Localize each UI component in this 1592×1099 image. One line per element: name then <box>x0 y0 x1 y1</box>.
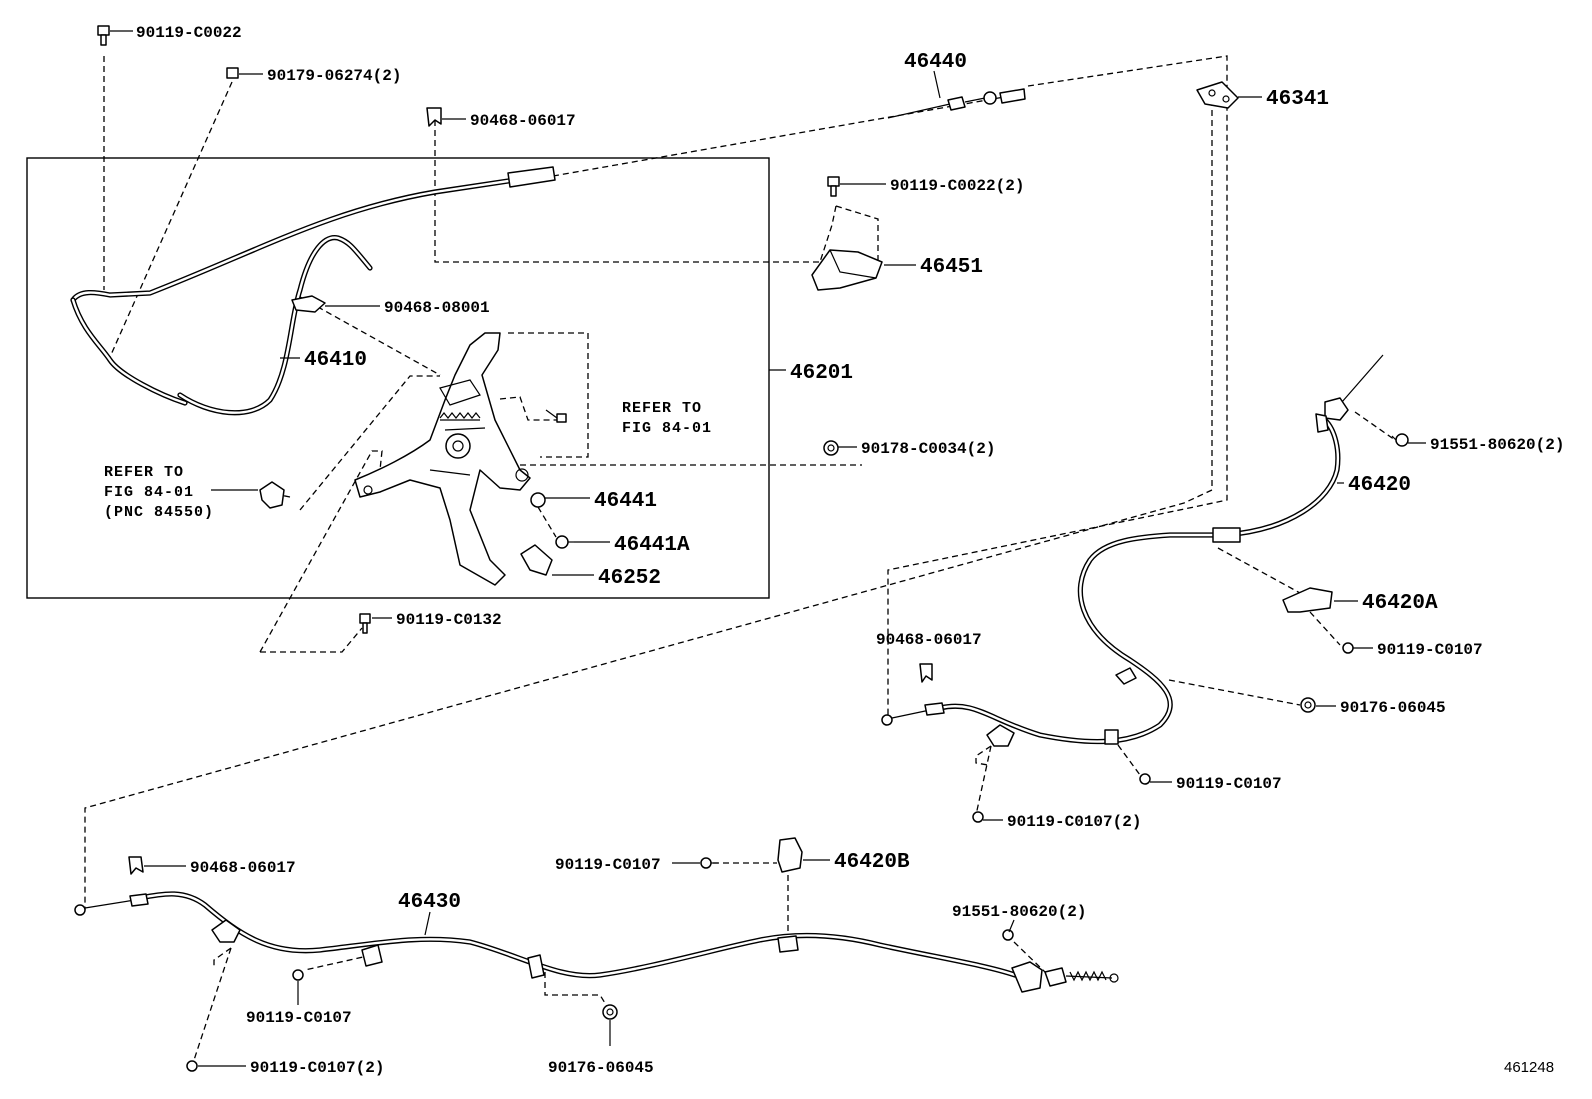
assembly-dashed-lines <box>84 55 1396 1061</box>
label-grommet-right: 90176-06045 <box>1340 699 1446 717</box>
label-bracket: 46451 <box>920 256 983 279</box>
label-nut-center: 90178-C0034(2) <box>861 440 995 458</box>
cable-46410-run <box>177 235 373 416</box>
refer-part-shape <box>259 481 285 509</box>
cable-46430-front-end-shape <box>74 893 799 979</box>
label-retainer-left: 90468-06017 <box>190 859 296 877</box>
label-bolt-lower-center: 90119-C0132 <box>396 611 502 629</box>
label-bolt-right-lower: 90119-C0107(2) <box>1007 813 1141 831</box>
label-cover: 46252 <box>598 567 661 590</box>
cover-shape <box>520 544 553 576</box>
equalizer-shape <box>1196 81 1239 109</box>
grommet-right-shape <box>1300 697 1316 713</box>
svg-text:REFER TO: REFER TO <box>104 464 184 481</box>
label-cable-release: 46410 <box>304 349 367 372</box>
refer-note-center: REFER TO FIG 84-01 <box>622 400 712 437</box>
bolt-right-lower-shape <box>972 811 984 823</box>
clamp-46420b-shape <box>777 837 803 873</box>
label-clamp-46420a: 46420A <box>1362 592 1438 615</box>
label-bolt-rear-left-end: 91551-80620(2) <box>952 903 1086 921</box>
label-nut-46441: 46441 <box>594 490 657 513</box>
nut-46441-shape <box>530 492 546 508</box>
svg-text:REFER TO: REFER TO <box>622 400 702 417</box>
bolt-top-left-shape <box>97 25 110 46</box>
assembly-box <box>26 157 770 599</box>
label-nut-46441a: 46441A <box>614 534 690 557</box>
label-bolt-left-lower: 90119-C0107(2) <box>250 1059 384 1077</box>
cable-46420-front-end-shape <box>881 667 1137 747</box>
retainer-left-shape <box>128 856 144 875</box>
label-retainer-right: 90468-06017 <box>876 631 982 649</box>
refer-note-left: REFER TO FIG 84-01 (PNC 84550) <box>104 464 214 521</box>
label-cable-rear-left: 46430 <box>398 891 461 914</box>
lever-assembly-shape <box>354 332 531 586</box>
label-grommet-left: 90176-06045 <box>548 1059 654 1077</box>
nut-center-shape <box>823 440 839 456</box>
label-clamp-46420b: 46420B <box>834 851 910 874</box>
clip-top-shape <box>226 67 239 79</box>
bolt-rear-left-end-shape <box>1002 929 1014 941</box>
cable-46440-run <box>70 177 518 406</box>
bolt-left-lower-shape <box>186 1060 198 1072</box>
label-clamp-cable: 90468-08001 <box>384 299 490 317</box>
svg-text:FIG 84-01: FIG 84-01 <box>622 420 712 437</box>
bolt-left-mid-shape <box>292 969 304 981</box>
cable-46420-end-shape <box>1212 354 1384 543</box>
bolt-rear-right-end-shape <box>1391 433 1409 447</box>
cable-46440-shape <box>507 88 1026 188</box>
retainer-top-shape <box>426 107 442 127</box>
label-equalizer: 46341 <box>1266 88 1329 111</box>
clamp-cable-shape <box>291 295 326 313</box>
leader-lines <box>110 30 1426 1067</box>
bolt-bracket-shape <box>827 176 840 197</box>
nut-46441a-shape <box>555 535 574 549</box>
label-lever-assembly: 46201 <box>790 362 853 385</box>
bolt-46420b-shape <box>700 857 718 869</box>
label-cable-rear-right: 46420 <box>1348 474 1411 497</box>
label-bolt-46420a: 90119-C0107 <box>1377 641 1483 659</box>
grommet-left-shape <box>602 1004 618 1020</box>
label-bolt-top-left: 90119-C0022 <box>136 24 242 42</box>
cable-46430-rear-end-shape <box>1011 961 1119 993</box>
bolt-lower-center-shape <box>359 613 371 634</box>
bolt-right-mid-shape <box>1139 773 1151 785</box>
label-bolt-bracket: 90119-C0022(2) <box>890 177 1024 195</box>
label-clip-top: 90179-06274(2) <box>267 67 401 85</box>
cable-46420-run <box>937 417 1341 745</box>
svg-text:(PNC 84550): (PNC 84550) <box>104 504 214 521</box>
clamp-46420a-shape <box>1282 587 1333 613</box>
label-retainer-top: 90468-06017 <box>470 112 576 130</box>
label-bolt-rear-right-end: 91551-80620(2) <box>1430 436 1564 454</box>
bolt-46420a-shape <box>1342 642 1354 654</box>
bracket-shape <box>811 249 883 291</box>
label-cable-front: 46440 <box>904 51 967 74</box>
label-bolt-46420b: 90119-C0107 <box>555 856 661 874</box>
figure-number: 461248 <box>1504 1059 1554 1076</box>
cable-46430-run <box>137 891 1018 979</box>
svg-text:FIG 84-01: FIG 84-01 <box>104 484 194 501</box>
retainer-right-shape <box>919 663 933 683</box>
label-bolt-left-mid: 90119-C0107 <box>246 1009 352 1027</box>
bolt-lever-shape <box>545 409 567 423</box>
label-bolt-right-mid: 90119-C0107 <box>1176 775 1282 793</box>
